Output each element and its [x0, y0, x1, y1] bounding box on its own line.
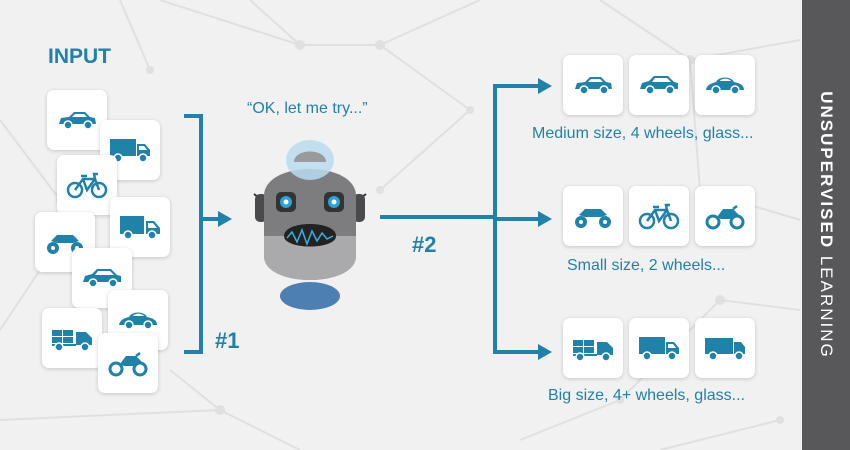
group-label-small: Small size, 2 wheels...: [567, 257, 726, 274]
side-banner: [802, 0, 850, 450]
hatchback-icon: [83, 269, 121, 288]
input-card: [42, 308, 102, 368]
output-card: [563, 318, 623, 378]
atv-icon: [575, 209, 611, 228]
group-label-medium: Medium size, 4 wheels, glass...: [532, 125, 754, 142]
input-card: [110, 197, 170, 257]
output-card: [695, 318, 755, 378]
beetle-icon: [706, 77, 744, 95]
input-card: [47, 90, 107, 150]
flatbed-truck-icon: [52, 330, 92, 352]
output-card: [563, 55, 623, 115]
side-banner-bold: UNSUPERVISED: [817, 91, 836, 250]
car-icon: [59, 112, 96, 130]
input-title: INPUT: [48, 45, 111, 68]
arrowhead: [538, 344, 552, 360]
group-label-big: Big size, 4+ wheels, glass...: [548, 387, 745, 404]
car-icon: [575, 77, 612, 95]
output-card: [629, 55, 689, 115]
arrowhead: [538, 211, 552, 227]
output-card: [629, 186, 689, 246]
arrowhead: [538, 78, 552, 94]
output-card: [563, 186, 623, 246]
output-card: [695, 55, 755, 115]
output-card: [695, 186, 755, 246]
delivery-truck-icon: [705, 338, 745, 361]
input-bracket: [184, 114, 203, 354]
hatchback-icon: [640, 76, 678, 95]
truck-icon: [110, 139, 150, 163]
robot-quote: “OK, let me try...”: [247, 100, 368, 117]
robot-illustration: [253, 140, 367, 310]
flatbed-truck-icon: [573, 340, 613, 362]
output-card: [629, 318, 689, 378]
step-2-label: #2: [412, 232, 437, 257]
van-icon: [120, 216, 160, 240]
box-truck-icon: [639, 337, 679, 361]
input-card: [57, 155, 117, 215]
side-banner-text: UNSUPERVISED LEARNING: [816, 91, 836, 358]
bicycle-icon: [638, 203, 680, 230]
arrowhead: [218, 211, 232, 227]
motorcycle-icon: [705, 205, 745, 230]
motorcycle-icon: [108, 352, 148, 377]
step-1-label: #1: [215, 328, 240, 353]
side-banner-regular: LEARNING: [817, 249, 836, 359]
input-card: [98, 333, 158, 393]
bicycle-icon: [66, 172, 108, 199]
beetle-icon: [119, 312, 157, 330]
